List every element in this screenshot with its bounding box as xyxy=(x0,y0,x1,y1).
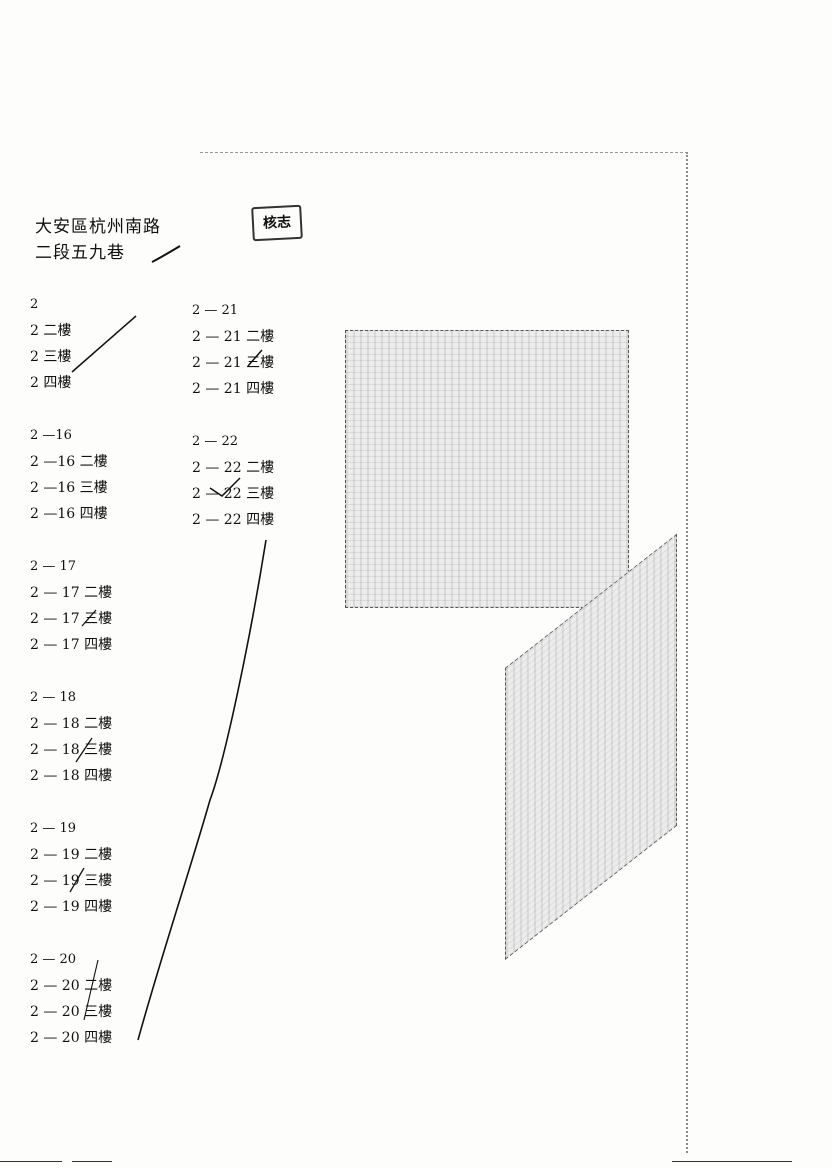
address-floor: 2 —16 二樓 xyxy=(30,454,108,470)
heading-line-2: 二段五九巷 xyxy=(35,243,125,263)
address-group: 2 —16 2 —16 二樓 2 —16 三樓 2 —16 四樓 xyxy=(30,423,112,554)
paper-edge xyxy=(200,152,688,1153)
address-base: 2 — 20 xyxy=(30,952,77,967)
address-floor: 2 — 18 三樓 xyxy=(30,742,113,758)
address-floor: 2 — 20 二樓 xyxy=(30,978,113,994)
address-base: 2 — 18 xyxy=(30,690,77,705)
address-group: 2 — 17 2 — 17 二樓 2 — 17 三樓 2 — 17 四樓 xyxy=(30,554,112,685)
heading-line-1: 大安區杭州南路 xyxy=(35,217,161,237)
address-floor: 2 — 17 四樓 xyxy=(30,637,113,653)
address-group: 2 — 22 2 — 22 二樓 2 — 22 三樓 2 — 22 四樓 xyxy=(192,429,274,560)
address-floor: 2 — 22 三樓 xyxy=(192,486,275,502)
address-floor: 2 — 19 二樓 xyxy=(30,847,113,863)
address-floor: 2 — 17 三樓 xyxy=(30,611,113,627)
address-group: 2 — 19 2 — 19 二樓 2 — 19 三樓 2 — 19 四樓 xyxy=(30,816,112,947)
address-base: 2 —16 xyxy=(30,428,72,443)
address-floor: 2 — 19 三樓 xyxy=(30,873,113,889)
address-floor: 2 — 21 三樓 xyxy=(192,355,275,371)
address-floor: 2 — 20 四樓 xyxy=(30,1030,113,1046)
address-base: 2 — 17 xyxy=(30,559,77,574)
faded-photo-block xyxy=(345,330,629,608)
address-floor: 2 — 21 二樓 xyxy=(192,329,275,345)
address-group: 2 — 18 2 — 18 二樓 2 — 18 三樓 2 — 18 四樓 xyxy=(30,685,112,816)
address-floor: 2 — 22 四樓 xyxy=(192,512,275,528)
left-address-column: 2 2 二樓 2 三樓 2 四樓 2 —16 2 —16 二樓 2 —16 三樓… xyxy=(30,292,112,1078)
address-base: 2 — 19 xyxy=(30,821,77,836)
address-floor: 2 三樓 xyxy=(30,349,72,365)
address-base: 2 — 21 xyxy=(192,303,239,318)
address-heading: 大安區杭州南路 二段五九巷 xyxy=(35,214,161,266)
address-floor: 2 — 19 四樓 xyxy=(30,899,113,915)
address-floor: 2 — 20 三樓 xyxy=(30,1004,113,1020)
page-bottom-rule xyxy=(672,1161,792,1162)
address-group: 2 — 20 2 — 20 二樓 2 — 20 三樓 2 — 20 四樓 xyxy=(30,947,112,1078)
address-group: 2 — 21 2 — 21 二樓 2 — 21 三樓 2 — 21 四樓 xyxy=(192,298,274,429)
seal-stamp: 核志 xyxy=(251,204,303,242)
page-bottom-rule xyxy=(72,1161,112,1162)
address-floor: 2 —16 三樓 xyxy=(30,480,108,496)
address-group: 2 2 二樓 2 三樓 2 四樓 xyxy=(30,292,112,423)
address-base: 2 xyxy=(30,297,39,312)
address-floor: 2 — 22 二樓 xyxy=(192,460,275,476)
address-floor: 2 —16 四樓 xyxy=(30,506,108,522)
stamp-label: 核志 xyxy=(262,214,292,232)
address-floor: 2 — 18 二樓 xyxy=(30,716,113,732)
address-floor: 2 — 18 四樓 xyxy=(30,768,113,784)
address-floor: 2 — 17 二樓 xyxy=(30,585,113,601)
address-floor: 2 二樓 xyxy=(30,323,72,339)
address-floor: 2 — 21 四樓 xyxy=(192,381,275,397)
page-bottom-rule xyxy=(0,1161,62,1162)
address-base: 2 — 22 xyxy=(192,434,239,449)
address-floor: 2 四樓 xyxy=(30,375,72,391)
right-address-column: 2 — 21 2 — 21 二樓 2 — 21 三樓 2 — 21 四樓 2 —… xyxy=(192,298,274,560)
